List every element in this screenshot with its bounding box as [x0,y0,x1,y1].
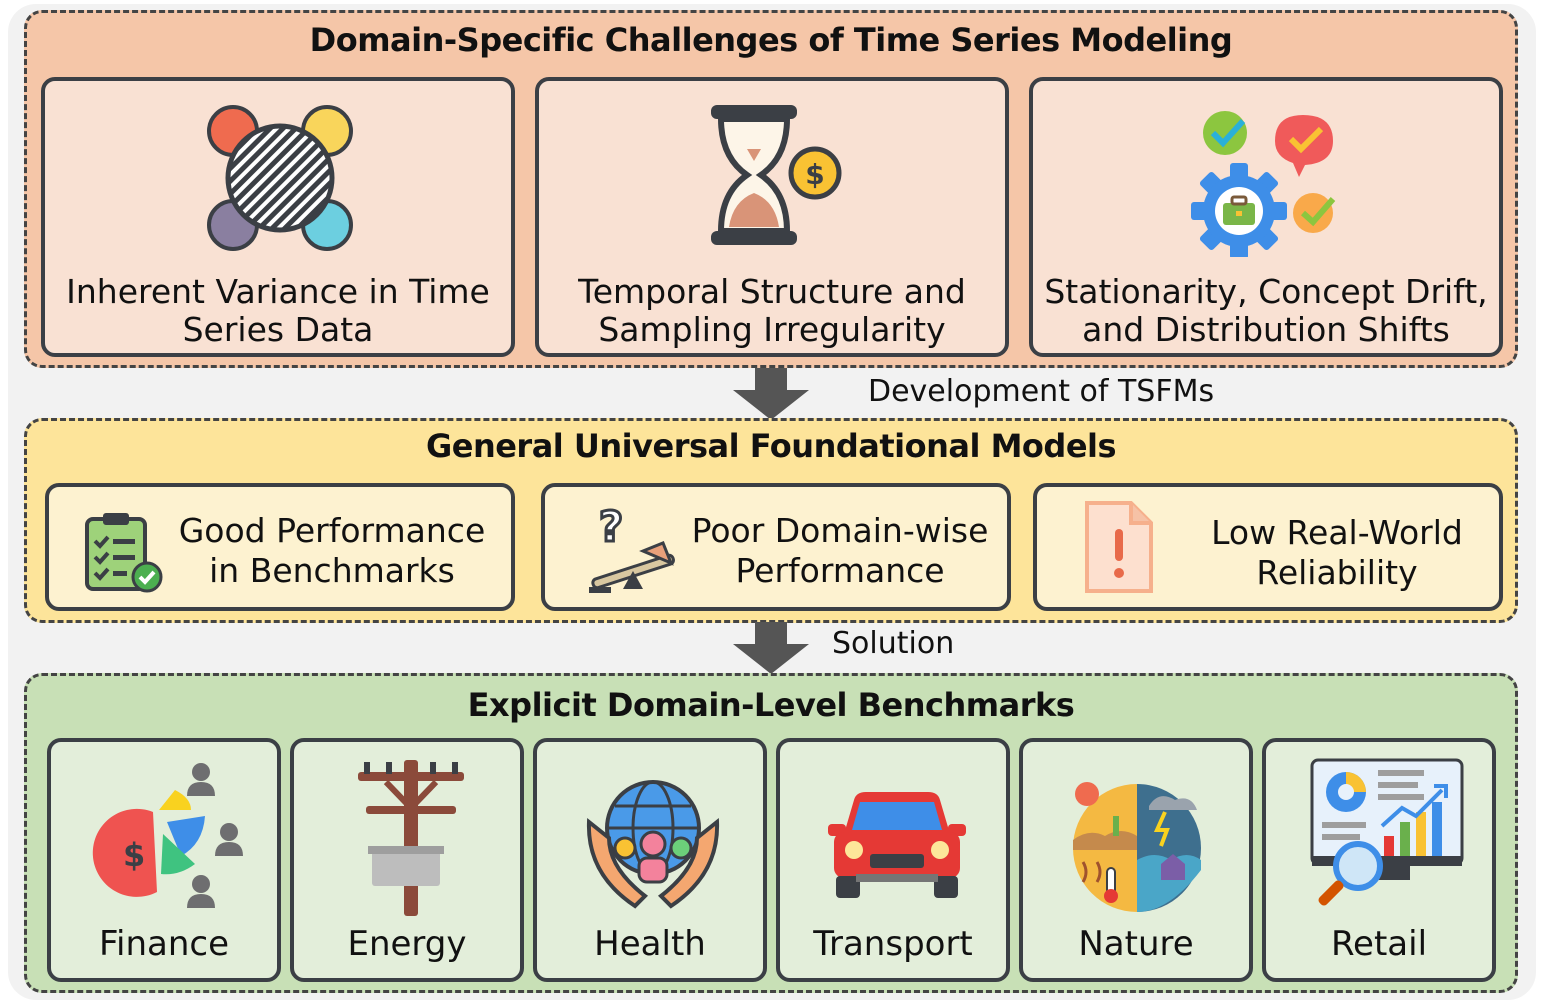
pie-chart-people-icon: $ [92,763,243,908]
benchmarks-section: Explicit Domain-Level Benchmarks $ Finan… [24,673,1518,993]
seesaw-question-icon: ? [589,501,675,593]
warning-document-icon [1085,501,1153,593]
card-stationarity: Stationarity, Concept Drift, and Distrib… [1029,77,1503,357]
challenges-title: Domain-Specific Challenges of Time Serie… [309,21,1233,59]
card-temporal-structure: $ Temporal Structure and Sampling Irregu… [535,77,1009,357]
domain-card-transport: Transport [776,738,1010,982]
models-section: General Universal Foundational Models Go… [24,418,1518,623]
card-label: Good Performance in Benchmarks [178,511,486,590]
card-inherent-variance: Inherent Variance in Time Series Data [41,77,515,357]
domain-label: Transport [813,924,973,964]
card-good-performance: Good Performance in Benchmarks [45,483,515,611]
climate-icon [1073,782,1201,912]
development-label: Development of TSFMs [868,374,1215,409]
down-arrow [733,368,809,420]
domain-card-health: Health [533,738,767,982]
down-arrow [733,622,809,674]
svg-text:$: $ [805,158,824,191]
benchmarks-title: Explicit Domain-Level Benchmarks [467,686,1075,724]
solution-label: Solution [832,626,955,661]
card-label: Low Real-World Reliability [1211,513,1463,592]
analytics-monitor-icon [1310,758,1464,906]
domain-label: Nature [1078,924,1194,964]
svg-text:?: ? [599,502,623,551]
card-label: Temporal Structure and Sampling Irregula… [578,272,966,349]
car-icon [828,792,966,898]
domain-label: Retail [1330,924,1428,964]
power-pole-icon [358,760,464,916]
domain-label: Health [594,924,706,964]
domain-card-finance: $ Finance [47,738,281,982]
card-label: Poor Domain-wise Performance [691,511,989,590]
card-low-reliability: Low Real-World Reliability [1033,483,1503,611]
domain-card-retail: Retail [1262,738,1496,982]
team-circle-icon [207,105,353,251]
gear-checks-icon [1191,111,1336,257]
domain-card-energy: Energy [290,738,524,982]
svg-text:$: $ [123,836,145,874]
domain-card-nature: Nature [1019,738,1253,982]
domain-label: Energy [347,924,467,964]
card-poor-domain: ? Poor Domain-wise Performance [541,483,1011,611]
challenges-section: Domain-Specific Challenges of Time Serie… [24,10,1518,368]
domain-label: Finance [98,924,230,964]
card-label: Inherent Variance in Time Series Data [66,272,490,349]
clipboard-check-icon [85,513,163,593]
globe-hands-icon [586,780,720,909]
card-label: Stationarity, Concept Drift, and Distrib… [1044,272,1488,349]
hourglass-dollar-icon: $ [711,105,842,245]
models-title: General Universal Foundational Models [425,427,1117,465]
